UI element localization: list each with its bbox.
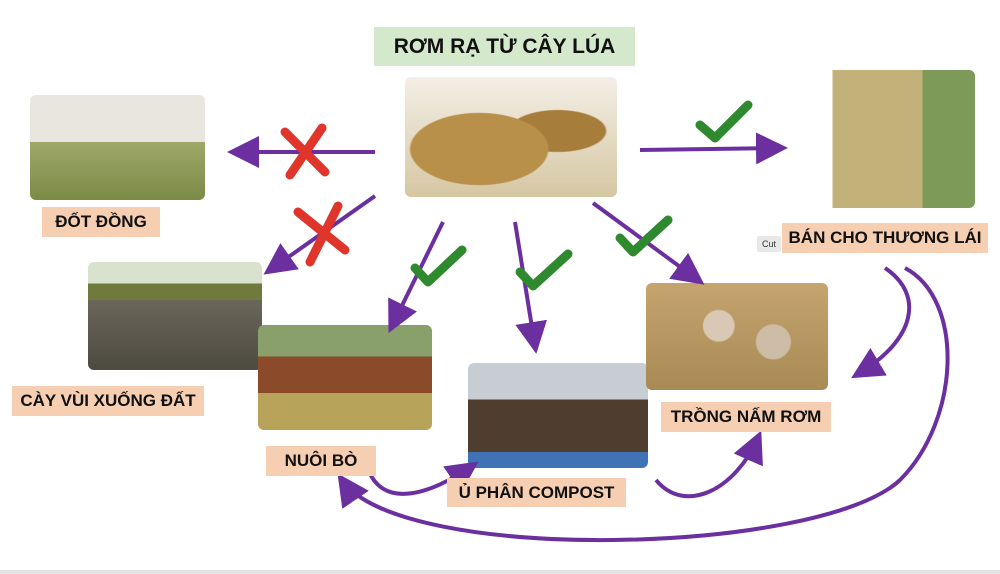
check-icon [695, 100, 753, 143]
cross-icon [293, 201, 350, 267]
field-burning-image [30, 95, 205, 200]
cross-icons [280, 123, 350, 267]
cut-menu-item[interactable]: Cut [757, 236, 781, 252]
bottom-bar [0, 570, 1000, 574]
cross-icon [280, 123, 330, 180]
check-icon [615, 215, 673, 257]
arrow-compost-to-mushroom [654, 430, 763, 499]
arrow-sell-to-cattle [337, 266, 950, 542]
diagram-title: RƠM RẠ TỪ CÂY LÚA [374, 27, 635, 66]
label-plough-into-soil: CÀY VÙI XUỐNG ĐẤT [12, 386, 204, 416]
label-sell-to-traders: BÁN CHO THƯƠNG LÁI [782, 223, 988, 253]
ploughing-image [88, 262, 262, 370]
label-straw-mushroom: TRỒNG NẤM RƠM [661, 402, 831, 432]
arrow-to-compost [513, 221, 547, 354]
tractor-hay-image [825, 70, 975, 208]
arrow-to-sell [639, 132, 788, 165]
arrow-cattle-to-compost [364, 461, 479, 496]
label-burn-field: ĐỐT ĐỒNG [42, 207, 160, 237]
straw-mushroom-image [646, 283, 828, 390]
cattle-feeding-image [258, 325, 432, 430]
arrow-sell-to-mushroom [851, 266, 912, 379]
straw-pile-image [405, 77, 617, 197]
check-icon [410, 245, 467, 287]
check-icon [515, 249, 573, 291]
check-icons [410, 100, 753, 291]
compost-image [468, 363, 648, 468]
label-compost: Ủ PHÂN COMPOST [447, 478, 626, 507]
label-raise-cattle: NUÔI BÒ [266, 446, 376, 476]
